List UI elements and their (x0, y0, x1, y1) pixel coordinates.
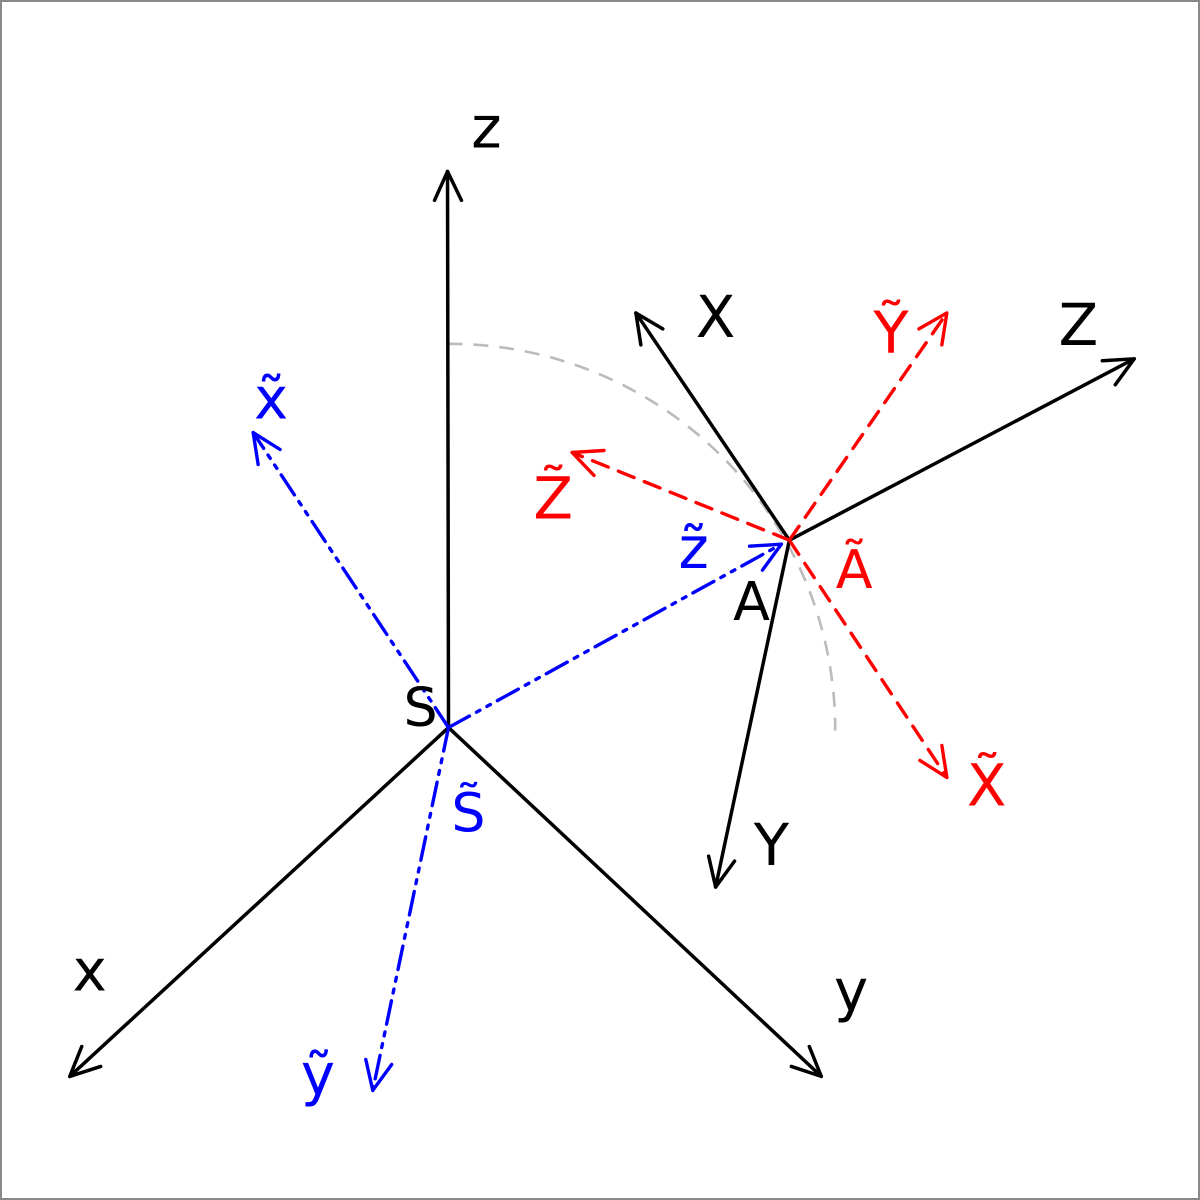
axis-label-Y: Y (753, 811, 790, 879)
black-labels: z x y S X Y Z A (73, 94, 1099, 1025)
y-axis-line (446, 725, 824, 1079)
axis-label-y-tilde: ỹ (301, 1040, 335, 1108)
Y-tilde-axis-arrowhead (917, 311, 949, 347)
blue-labels: x̃ ỹ z̃ S̃ (254, 365, 709, 1109)
Y-axis-arrowhead (706, 854, 737, 889)
origin-label-S: S (404, 676, 438, 739)
y-tilde-axis-arrowhead (364, 1057, 394, 1093)
y-axis-arrowhead (789, 1044, 824, 1079)
origin-label-A: A (733, 570, 770, 633)
frame-a-axes (634, 311, 1136, 889)
x-axis-line (68, 725, 451, 1079)
axis-label-X: X (696, 283, 736, 351)
axis-label-z: z (471, 94, 501, 162)
z-axis-arrowhead (432, 169, 464, 203)
Y-axis-line (713, 538, 792, 889)
z-tilde-axis-line (446, 542, 784, 730)
x-tilde-axis-arrowhead (251, 430, 282, 467)
red-labels: X̃ Ỹ Z̃ Ã (533, 298, 1006, 819)
z-axis-line (445, 169, 451, 730)
origin-label-A-tilde: Ã (836, 538, 873, 601)
X-axis-line (634, 311, 792, 542)
Z-axis-line (787, 357, 1136, 542)
Z-tilde-axis-line (570, 450, 792, 542)
frame-a-tilde-axes (570, 311, 949, 780)
x-axis-arrowhead (68, 1044, 103, 1079)
axis-label-x-tilde: x̃ (254, 365, 288, 433)
axis-label-x: x (73, 937, 107, 1005)
rotation-arc-group (447, 342, 837, 731)
Z-axis-arrowhead (1100, 357, 1136, 387)
X-axis-arrowhead (634, 311, 665, 347)
X-tilde-axis-arrowhead (918, 743, 949, 780)
axis-label-Z-tilde: Z̃ (533, 464, 573, 533)
axis-label-y: y (834, 957, 868, 1025)
axis-label-X-tilde: X̃ (967, 751, 1007, 820)
axis-label-z-tilde: z̃ (679, 514, 709, 582)
z-tilde-axis-arrowhead (747, 542, 784, 572)
axis-label-Y-tilde: Ỹ (872, 298, 909, 367)
x-tilde-axis-line (251, 430, 451, 730)
X-tilde-axis-line (787, 538, 949, 780)
axis-label-Z: Z (1059, 291, 1099, 359)
rotation-arc (447, 342, 837, 731)
Z-tilde-axis-arrowhead (570, 448, 606, 478)
y-tilde-axis-line (371, 725, 451, 1093)
origin-label-S-tilde: S̃ (451, 781, 485, 844)
Y-tilde-axis-line (787, 311, 949, 542)
frame-s-tilde-axes (251, 430, 784, 1093)
frame-s-axes (68, 169, 824, 1079)
